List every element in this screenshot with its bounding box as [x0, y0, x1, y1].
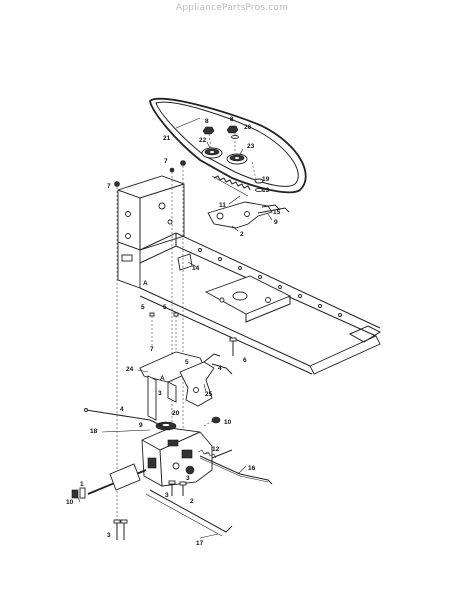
callout-label: 21	[163, 135, 171, 142]
washer-19	[254, 178, 264, 184]
callout-label: 25	[205, 391, 213, 398]
hex-nut-left	[202, 126, 215, 149]
callout-label: 11	[219, 202, 226, 209]
callout-label: 13	[262, 187, 270, 194]
callout-label: 26	[244, 124, 252, 131]
frame-rail-holes	[198, 248, 342, 317]
callout-label: 5	[163, 304, 167, 311]
callout-label: 14	[192, 265, 200, 272]
callout-label: 5	[185, 359, 189, 366]
drive-belt[interactable]	[149, 97, 307, 194]
callout-label: 8	[230, 116, 234, 123]
callout-label: 3	[158, 390, 162, 397]
callout-label: 8	[205, 118, 209, 125]
callout-label: 7	[150, 346, 154, 353]
callout-label: 3	[165, 492, 169, 499]
brake-rod-16[interactable]	[199, 455, 273, 485]
axle-hub-10[interactable]	[71, 487, 86, 499]
callout-label: 1	[80, 481, 84, 488]
bolts-bottom	[113, 480, 187, 540]
callout-label: 17	[196, 540, 204, 547]
callout-label: 23	[247, 143, 255, 150]
callout-label: 12	[212, 446, 220, 453]
callout-label: 3	[186, 475, 190, 482]
callout-label: 4	[218, 365, 222, 372]
view-mark-a: A	[160, 375, 165, 382]
callout-label: 9	[139, 422, 143, 429]
bolts-5	[149, 312, 179, 350]
idler-pulley-22[interactable]	[201, 147, 223, 159]
mower-frame[interactable]	[117, 175, 382, 375]
shift-bracket-25[interactable]	[179, 353, 233, 407]
view-mark-a: A	[143, 280, 148, 287]
carriage-bolt-6[interactable]	[229, 337, 237, 356]
callout-label: 18	[90, 428, 98, 435]
callout-label: 2	[240, 231, 244, 238]
callout-label: 7	[107, 183, 111, 190]
callout-label: 5	[141, 304, 145, 311]
callout-label: 16	[248, 465, 256, 472]
callout-labels: 8 26 8 21 22 23 7 19 13 7 11 15 9 2 14 5…	[66, 116, 281, 547]
callout-label: 6	[243, 357, 247, 364]
bolt-column-center	[169, 167, 175, 482]
shift-rod-18[interactable]	[84, 408, 171, 431]
callout-label: 15	[273, 209, 281, 216]
drive-rod-17[interactable]	[145, 489, 233, 537]
idler-rod-15[interactable]	[257, 207, 290, 214]
callout-label: 24	[126, 366, 134, 373]
idler-spring[interactable]	[211, 175, 251, 197]
callout-label: 19	[262, 176, 270, 183]
bushing-10-right[interactable]	[203, 416, 221, 427]
callout-label: 3	[107, 532, 111, 539]
transaxle[interactable]	[87, 421, 233, 495]
callout-label: 9	[274, 219, 278, 226]
watermark: AppliancePartsPros.com	[175, 3, 289, 13]
idler-pulley-23[interactable]	[226, 153, 248, 165]
callout-label: 4	[120, 406, 124, 413]
callout-label: 2	[190, 498, 194, 505]
hex-nut-top	[226, 125, 239, 152]
callout-label: 22	[199, 137, 207, 144]
transmission-bracket-24[interactable]	[139, 351, 205, 421]
leader-lines	[77, 117, 273, 539]
idler-arm-bracket[interactable]	[207, 201, 281, 229]
callout-label: 7	[164, 158, 168, 165]
callout-label: 10	[66, 499, 74, 506]
callout-label: 10	[224, 419, 232, 426]
bolt-column-left	[114, 181, 120, 520]
callout-label: 20	[172, 410, 180, 417]
bushing-13	[251, 161, 263, 193]
